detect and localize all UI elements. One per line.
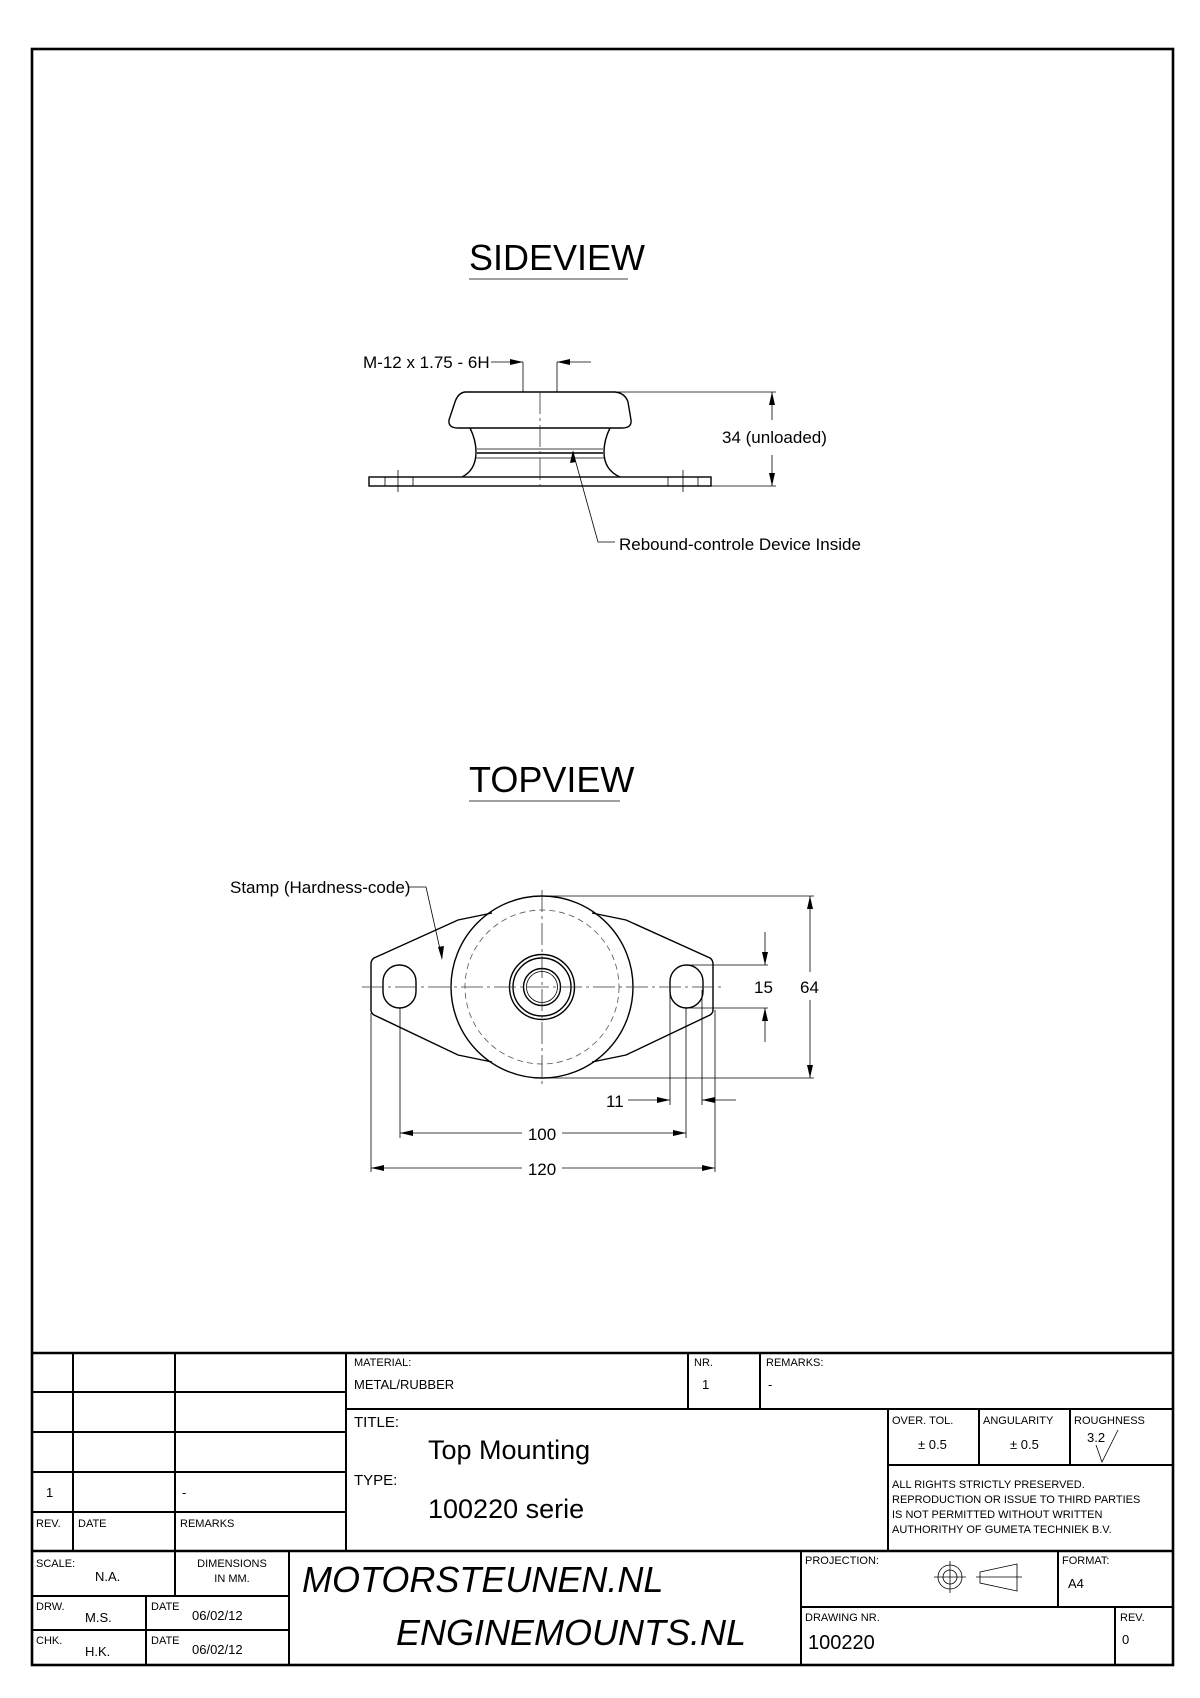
over-tol-value: ± 0.5 <box>918 1437 947 1452</box>
arrow-icon <box>438 946 444 960</box>
remarks-header: REMARKS <box>180 1518 234 1530</box>
arrow-icon <box>702 1165 715 1171</box>
material-value: METAL/RUBBER <box>354 1377 454 1392</box>
drw-label: DRW. <box>36 1601 65 1613</box>
arrow-icon <box>807 1065 813 1078</box>
roughness-value: 3.2 <box>1087 1430 1105 1445</box>
angularity-value: ± 0.5 <box>1010 1437 1039 1452</box>
drawing-border <box>30 47 1175 1667</box>
topview-title: TOPVIEW <box>469 759 634 800</box>
rev-value: 0 <box>1122 1632 1129 1647</box>
rights-line-1: ALL RIGHTS STRICTLY PRESERVED. <box>892 1479 1085 1491</box>
scale-label: SCALE: <box>36 1558 75 1570</box>
format-value: A4 <box>1068 1576 1084 1591</box>
roughness-check-icon <box>1095 1429 1119 1464</box>
rev-header: REV. <box>36 1518 61 1530</box>
rights-line-3: IS NOT PERMITTED WITHOUT WRITTEN <box>892 1509 1102 1521</box>
type-label: TYPE: <box>354 1472 397 1489</box>
dim-11-label: 11 <box>606 1092 624 1111</box>
arrow-icon <box>557 359 570 365</box>
remarks-value: - <box>768 1377 772 1392</box>
revision-row-rev: 1 <box>46 1485 53 1500</box>
dim-15-label: 15 <box>754 978 773 997</box>
arrow-icon <box>400 1130 413 1136</box>
first-angle-projection-icon <box>934 1561 1022 1593</box>
nr-value: 1 <box>702 1377 709 1392</box>
arrow-icon <box>570 450 576 463</box>
logo-motorsteunen: MOTORSTEUNEN.NL <box>302 1559 663 1600</box>
dim-64-label: 64 <box>800 978 819 997</box>
drw-date-value: 06/02/12 <box>192 1608 243 1623</box>
arrow-icon <box>807 896 813 909</box>
rights-line-2: REPRODUCTION OR ISSUE TO THIRD PARTIES <box>892 1494 1140 1506</box>
height-label: 34 (unloaded) <box>722 428 827 447</box>
revision-row-remarks: - <box>182 1485 186 1500</box>
chk-date-value: 06/02/12 <box>192 1642 243 1657</box>
chk-value: H.K. <box>85 1644 110 1659</box>
sideview: SIDEVIEW M-12 x 1.75 - 6H 34 (unloade <box>363 237 861 554</box>
chk-label: CHK. <box>36 1635 62 1647</box>
material-label: MATERIAL: <box>354 1357 411 1369</box>
topview: TOPVIEW Stamp (Hardness-code) 64 15 <box>230 759 819 1179</box>
projection-label: PROJECTION: <box>805 1555 879 1567</box>
arrow-icon <box>702 1097 715 1103</box>
mounting-slot-left <box>382 964 417 1009</box>
scale-value: N.A. <box>95 1569 120 1584</box>
sideview-title: SIDEVIEW <box>469 237 645 278</box>
date-header: DATE <box>78 1518 107 1530</box>
roughness-label: ROUGHNESS <box>1074 1415 1145 1427</box>
nr-label: NR. <box>694 1357 713 1369</box>
chk-date-label: DATE <box>151 1635 180 1647</box>
arrow-icon <box>762 1008 768 1021</box>
drw-date-label: DATE <box>151 1601 180 1613</box>
title-block: 1 - REV. DATE REMARKS MATERIAL: METAL/RU… <box>32 1351 1173 1665</box>
dim-100-label: 100 <box>528 1125 556 1144</box>
drw-value: M.S. <box>85 1610 112 1625</box>
remarks-label: REMARKS: <box>766 1357 823 1369</box>
title-label: TITLE: <box>354 1414 399 1431</box>
mount-rubber-neck <box>461 427 621 478</box>
stamp-label: Stamp (Hardness-code) <box>230 878 410 897</box>
arrow-icon <box>673 1130 686 1136</box>
drawing-nr-value: 100220 <box>808 1632 875 1654</box>
arrow-icon <box>769 473 775 486</box>
type-value: 100220 serie <box>428 1494 584 1524</box>
over-tol-label: OVER. TOL. <box>892 1415 953 1427</box>
dim-120-label: 120 <box>528 1160 556 1179</box>
format-label: FORMAT: <box>1062 1555 1109 1567</box>
thread-label: M-12 x 1.75 - 6H <box>363 353 490 372</box>
rev-label: REV. <box>1120 1612 1145 1624</box>
angularity-label: ANGULARITY <box>983 1415 1054 1427</box>
title-value: Top Mounting <box>428 1435 590 1465</box>
arrow-icon <box>762 952 768 965</box>
drawing-nr-label: DRAWING NR. <box>805 1612 880 1624</box>
arrow-icon <box>769 392 775 405</box>
arrow-icon <box>371 1165 384 1171</box>
rebound-label: Rebound-controle Device Inside <box>619 535 861 554</box>
logo-enginemounts: ENGINEMOUNTS.NL <box>396 1612 746 1653</box>
dimensions-line-2: IN MM. <box>214 1573 249 1585</box>
dimensions-line-1: DIMENSIONS <box>197 1558 267 1570</box>
arrow-icon <box>510 359 523 365</box>
arrow-icon <box>657 1097 670 1103</box>
mount-cap <box>448 391 632 429</box>
rights-line-4: AUTHORITHY OF GUMETA TECHNIEK B.V. <box>892 1524 1112 1536</box>
